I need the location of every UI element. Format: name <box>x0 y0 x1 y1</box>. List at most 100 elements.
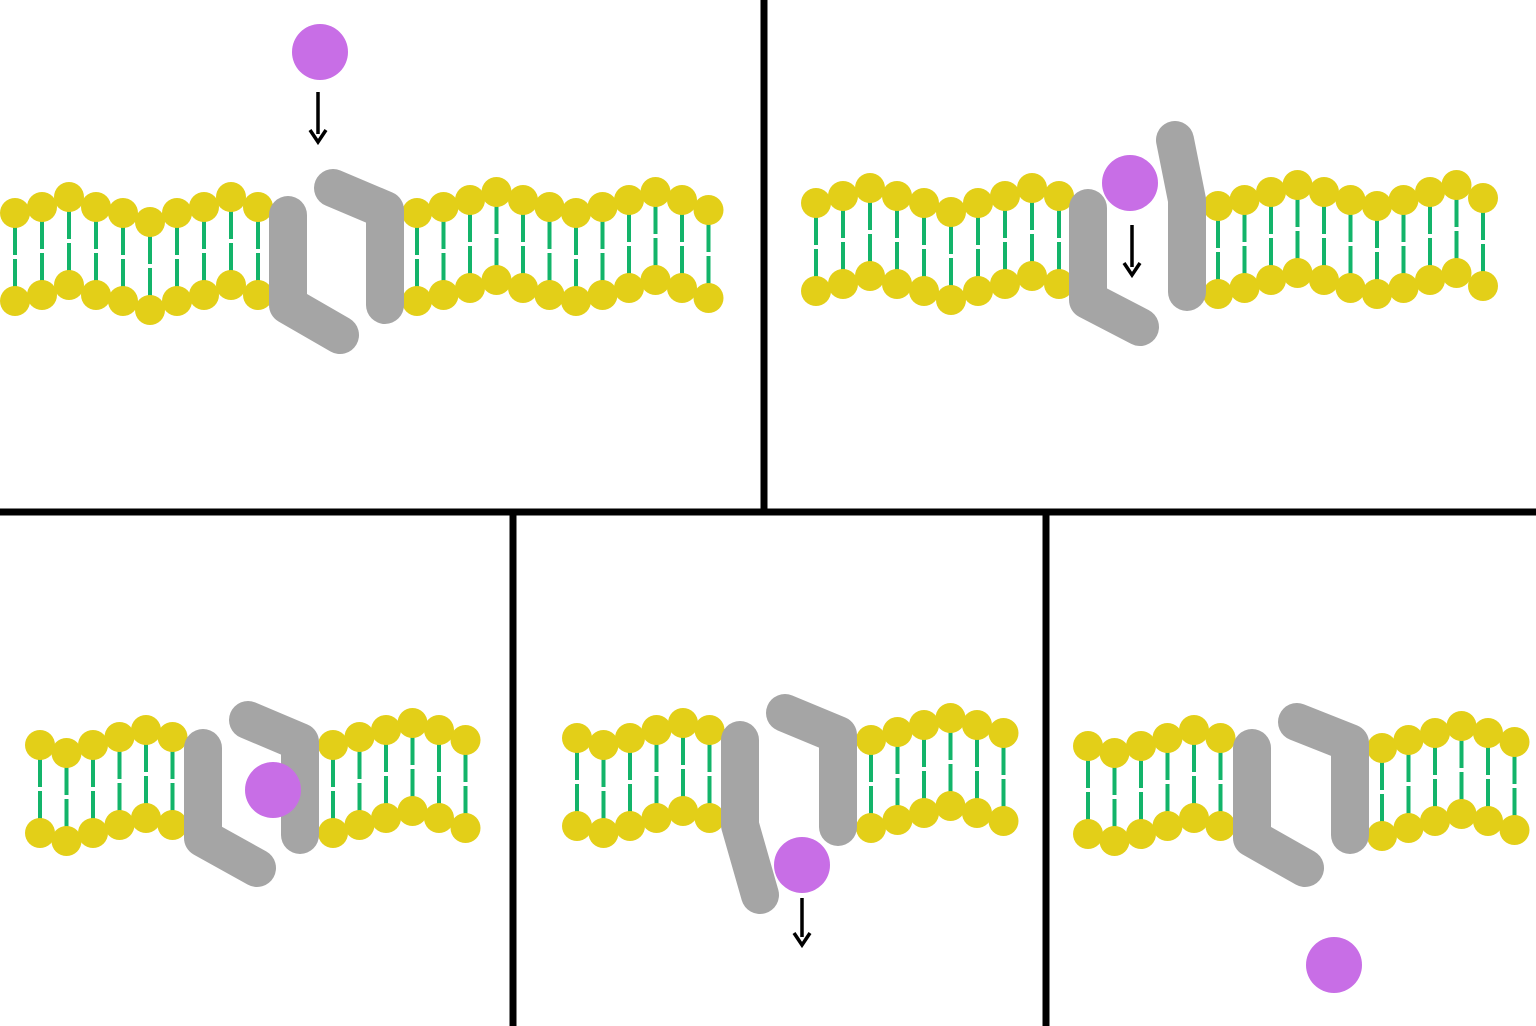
solute-molecule-icon <box>1306 937 1362 993</box>
lipid-bilayer-segment <box>402 177 724 316</box>
protein-left-arm-icon <box>1233 729 1324 887</box>
lipid-head-icon <box>640 177 671 207</box>
lipid-head-icon <box>162 286 192 316</box>
panel-2 <box>801 121 1498 346</box>
lipid-head-icon <box>990 269 1020 299</box>
protein-right-arm-icon <box>229 701 319 854</box>
lipid-head-icon <box>1282 170 1313 200</box>
lipid-head-icon <box>0 286 30 316</box>
solute-molecule-icon <box>1102 155 1158 211</box>
lipid-bilayer-segment <box>25 715 188 856</box>
down-arrow-icon <box>308 92 328 146</box>
lipid-head-icon <box>104 722 135 752</box>
lipid-head-icon <box>1499 815 1530 845</box>
lipid-head-icon <box>1473 806 1503 836</box>
lipid-bilayer-segment <box>1073 715 1236 856</box>
panels <box>0 24 1530 993</box>
lipid-head-icon <box>1073 819 1103 849</box>
lipid-head-icon <box>54 182 84 212</box>
lipid-head-icon <box>936 285 966 315</box>
lipid-head-icon <box>1468 271 1498 301</box>
lipid-head-icon <box>1388 273 1419 303</box>
lipid-head-icon <box>25 730 55 760</box>
lipid-head-icon <box>856 813 886 843</box>
lipid-head-icon <box>641 803 672 833</box>
lipid-head-icon <box>1420 718 1450 748</box>
solute-molecule-icon <box>292 24 348 80</box>
lipid-head-icon <box>104 810 135 840</box>
lipid-head-icon <box>344 810 375 840</box>
lipid-head-icon <box>801 188 831 218</box>
lipid-head-icon <box>935 791 966 821</box>
lipid-head-icon <box>693 195 724 225</box>
lipid-head-icon <box>397 796 428 826</box>
lipid-head-icon <box>1152 811 1183 841</box>
lipid-head-icon <box>318 730 348 760</box>
lipid-head-icon <box>1044 181 1074 211</box>
lipid-head-icon <box>936 197 966 227</box>
lipid-head-icon <box>428 280 459 310</box>
lipid-head-icon <box>344 722 375 752</box>
lipid-head-icon <box>131 715 161 745</box>
lipid-head-icon <box>25 818 55 848</box>
lipid-head-icon <box>882 717 913 747</box>
lipid-head-icon <box>534 280 565 310</box>
lipid-head-icon <box>157 722 188 752</box>
lipid-head-icon <box>455 185 485 215</box>
lipid-head-icon <box>587 192 618 222</box>
panel-4 <box>562 694 1019 949</box>
lipid-head-icon <box>909 710 939 740</box>
lipid-head-icon <box>27 280 57 310</box>
lipid-head-icon <box>1179 803 1209 833</box>
lipid-head-icon <box>1203 279 1233 309</box>
lipid-head-icon <box>450 813 481 843</box>
lipid-head-icon <box>641 715 672 745</box>
lipid-head-icon <box>1367 821 1397 851</box>
lipid-head-icon <box>508 185 538 215</box>
lipid-head-icon <box>935 703 966 733</box>
lipid-head-icon <box>640 265 671 295</box>
lipid-head-icon <box>534 192 565 222</box>
lipid-head-icon <box>587 280 618 310</box>
lipid-head-icon <box>1179 715 1209 745</box>
lipid-head-icon <box>402 198 432 228</box>
lipid-head-icon <box>962 710 992 740</box>
lipid-head-icon <box>1099 826 1130 856</box>
down-arrow-icon <box>1122 225 1142 279</box>
lipid-head-icon <box>561 286 591 316</box>
lipid-head-icon <box>1205 723 1236 753</box>
lipid-head-icon <box>988 806 1019 836</box>
lipid-head-icon <box>1415 265 1445 295</box>
lipid-head-icon <box>1126 731 1156 761</box>
lipid-head-icon <box>1309 265 1339 295</box>
down-arrow-icon <box>792 898 812 949</box>
lipid-head-icon <box>1393 725 1424 755</box>
lipid-head-icon <box>1017 261 1047 291</box>
lipid-head-icon <box>1017 173 1047 203</box>
lipid-bilayer-segment <box>318 708 481 848</box>
protein-right-arm-icon <box>314 169 404 324</box>
solute-molecule-icon <box>245 762 301 818</box>
carrier-protein <box>1233 703 1369 887</box>
lipid-head-icon <box>963 188 993 218</box>
lipid-head-icon <box>54 270 84 300</box>
lipid-head-icon <box>1473 718 1503 748</box>
carrier-protein <box>269 169 404 354</box>
lipid-head-icon <box>667 273 697 303</box>
lipid-bilayer-segment <box>801 173 1074 315</box>
lipid-head-icon <box>856 725 886 755</box>
lipid-head-icon <box>1099 738 1130 768</box>
lipid-head-icon <box>909 276 939 306</box>
lipid-head-icon <box>1203 191 1233 221</box>
panel-1 <box>0 24 724 354</box>
lipid-head-icon <box>882 805 913 835</box>
lipid-head-icon <box>1335 185 1366 215</box>
lipid-head-icon <box>1468 183 1498 213</box>
lipid-head-icon <box>424 715 454 745</box>
lipid-head-icon <box>962 798 992 828</box>
lipid-head-icon <box>614 273 644 303</box>
lipid-head-icon <box>81 280 111 310</box>
lipid-head-icon <box>157 810 188 840</box>
protein-right-arm-icon <box>1156 121 1206 311</box>
lipid-head-icon <box>1126 819 1156 849</box>
